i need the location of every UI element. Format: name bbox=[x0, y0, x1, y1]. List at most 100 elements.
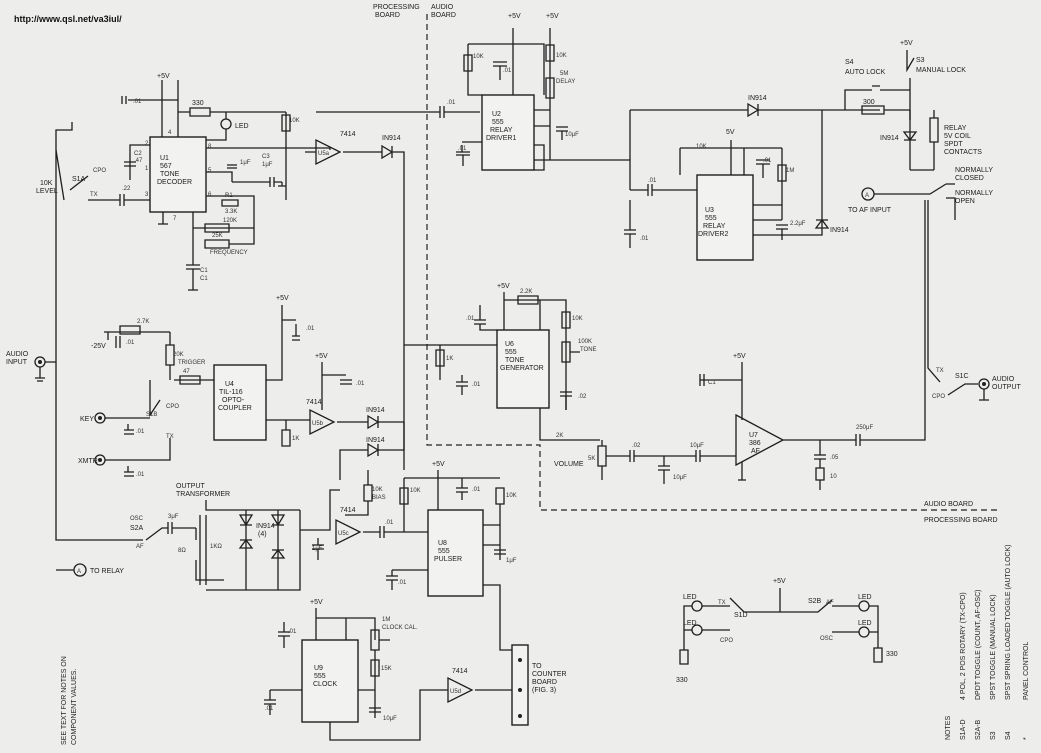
manual-lock-label: MANUAL LOCK bbox=[916, 67, 966, 74]
nc-label-2: CLOSED bbox=[955, 175, 984, 182]
u2-out-diode: IN914 bbox=[748, 95, 767, 102]
svg-text:2: 2 bbox=[145, 141, 149, 147]
u4-func: OPTO- bbox=[222, 397, 245, 404]
s2b-label: S2B bbox=[808, 598, 822, 605]
tone-label: TONE bbox=[580, 347, 597, 353]
u7-c05: .05 bbox=[830, 455, 839, 461]
u5d-part: 7414 bbox=[452, 668, 468, 675]
note-3-desc: SPST TOGGLE (MANUAL LOCK) bbox=[990, 594, 997, 700]
processing-board-top-1: PROCESSING bbox=[373, 4, 420, 11]
volume-label: VOLUME bbox=[554, 461, 584, 468]
s2a-3uf: 3μF bbox=[168, 514, 179, 520]
u3-part: 555 bbox=[705, 215, 717, 222]
u3-relay-driver-2: U3 555 RELAY DRIVER2 5V 10K .01 1M 2.2μF… bbox=[624, 95, 880, 261]
u1-ref: U1 bbox=[160, 155, 169, 162]
u3-r1m: 1M bbox=[786, 168, 794, 174]
svg-text:3: 3 bbox=[145, 192, 149, 198]
c1-label: C1 bbox=[200, 268, 208, 274]
notes-block: NOTES S1A-D 4 POL, 2 POS ROTARY (TX-CPO)… bbox=[945, 545, 1030, 740]
audio-output-section: TX CPO S1C AUDIO OUTPUT bbox=[932, 368, 1022, 401]
s1d-tx: TX bbox=[718, 600, 726, 606]
relay-label: RELAY bbox=[944, 125, 967, 132]
bridge-1uf: 1μF bbox=[312, 546, 323, 552]
u5b-diode: IN914 bbox=[366, 407, 385, 414]
to-af-input-label: TO AF INPUT bbox=[848, 207, 892, 214]
u2-input-cap: .01 bbox=[447, 100, 456, 106]
r5m-label: 5M bbox=[560, 71, 568, 77]
u6-tone-generator: U6 555 TONE GENERATOR +5V 2.2K 10K 100K … bbox=[404, 283, 600, 441]
s4-label: S4 bbox=[845, 59, 854, 66]
s3-label: S3 bbox=[916, 57, 925, 64]
s1a-tx: TX bbox=[90, 192, 98, 198]
u5a-part: 7414 bbox=[340, 131, 356, 138]
notes-title: NOTES bbox=[945, 716, 952, 740]
level-label-2: LEVEL bbox=[36, 188, 58, 195]
r25k-label: 25K bbox=[212, 233, 223, 239]
u2-func2: DRIVER1 bbox=[486, 135, 516, 142]
audio-board-top-1: AUDIO bbox=[431, 4, 454, 11]
s2a-osc: OSC bbox=[130, 516, 144, 522]
s1a-cpo: CPO bbox=[93, 168, 106, 174]
processing-board-bottom: PROCESSING BOARD bbox=[924, 517, 998, 524]
frequency-label: FREQUENCY bbox=[210, 250, 248, 256]
u7-r10: 10 bbox=[830, 474, 837, 480]
u2-c01-b: .01 bbox=[458, 146, 467, 152]
u8-ref: U8 bbox=[438, 540, 447, 547]
audio-board-top-2: BOARD bbox=[431, 12, 456, 19]
led-r330-right: 330 bbox=[886, 651, 898, 658]
u7-10uf-b: 10μF bbox=[690, 443, 704, 449]
u4-r1k: 1K bbox=[292, 436, 299, 442]
u3-ref: U3 bbox=[705, 207, 714, 214]
key-label: KEY bbox=[80, 416, 94, 423]
u3-r10k: 10K bbox=[696, 144, 707, 150]
auto-lock-label: AUTO LOCK bbox=[845, 69, 886, 76]
xmtr-c01: .01 bbox=[136, 472, 145, 478]
u9-part: 555 bbox=[314, 673, 326, 680]
bias-r10k: 10K bbox=[372, 487, 383, 493]
u5a-label: U5a bbox=[318, 151, 330, 157]
u6-c01-b: .01 bbox=[472, 382, 481, 388]
led-af-label: LED bbox=[858, 594, 872, 601]
s1d-label: S1D bbox=[734, 612, 748, 619]
relay-vcc: +5V bbox=[900, 40, 913, 47]
bias-label: BIAS bbox=[372, 495, 386, 501]
note-5-key: * bbox=[1023, 737, 1030, 740]
c3-label: C3 bbox=[262, 154, 270, 160]
svg-text:6: 6 bbox=[208, 192, 212, 198]
note-3-key: S3 bbox=[990, 731, 997, 740]
xfmr-label-2: TRANSFORMER bbox=[176, 491, 230, 498]
u3-func: RELAY bbox=[703, 223, 726, 230]
u1-1uf: 1μF bbox=[240, 160, 251, 166]
u8-part: 555 bbox=[438, 548, 450, 555]
s1d-cpo: CPO bbox=[720, 638, 733, 644]
relay-marker: A bbox=[77, 569, 81, 575]
u8-r10k: 10K bbox=[410, 488, 421, 494]
c1-value: C1 bbox=[200, 276, 208, 282]
u7-vcc: +5V bbox=[733, 353, 746, 360]
relay-diode: IN914 bbox=[880, 135, 899, 142]
trig-r47: 47 bbox=[183, 369, 190, 375]
counter-label: TO bbox=[532, 663, 542, 670]
c22-label: .22 bbox=[122, 186, 131, 192]
u9-ref: U9 bbox=[314, 665, 323, 672]
trig-r2k7: 2.7K bbox=[137, 319, 149, 325]
u2-r10k-b: 10K bbox=[556, 53, 567, 59]
u6-r1k: 1K bbox=[446, 356, 453, 362]
u5d-label: U5d bbox=[450, 689, 461, 695]
svg-text:5: 5 bbox=[208, 168, 212, 174]
audio-output-label: AUDIO bbox=[992, 376, 1015, 383]
u5b-vcc: +5V bbox=[315, 353, 328, 360]
xfmr-1kohm: 1KΩ bbox=[210, 544, 222, 550]
u9-c01: .01 bbox=[288, 629, 297, 635]
led-tx-label: LED bbox=[683, 594, 697, 601]
u5c-part: 7414 bbox=[340, 507, 356, 514]
s2a-af: AF bbox=[136, 544, 144, 550]
u5c-label: U5c bbox=[338, 531, 349, 537]
u1-func2: DECODER bbox=[157, 179, 192, 186]
trig-c01: .01 bbox=[126, 340, 135, 346]
u6-c02: .02 bbox=[578, 394, 587, 400]
r1-label: R1 bbox=[225, 193, 233, 199]
relay-coil: 5V COIL bbox=[944, 133, 971, 140]
u5a-inverter: U5a 7414 IN914 .01 bbox=[305, 100, 480, 470]
